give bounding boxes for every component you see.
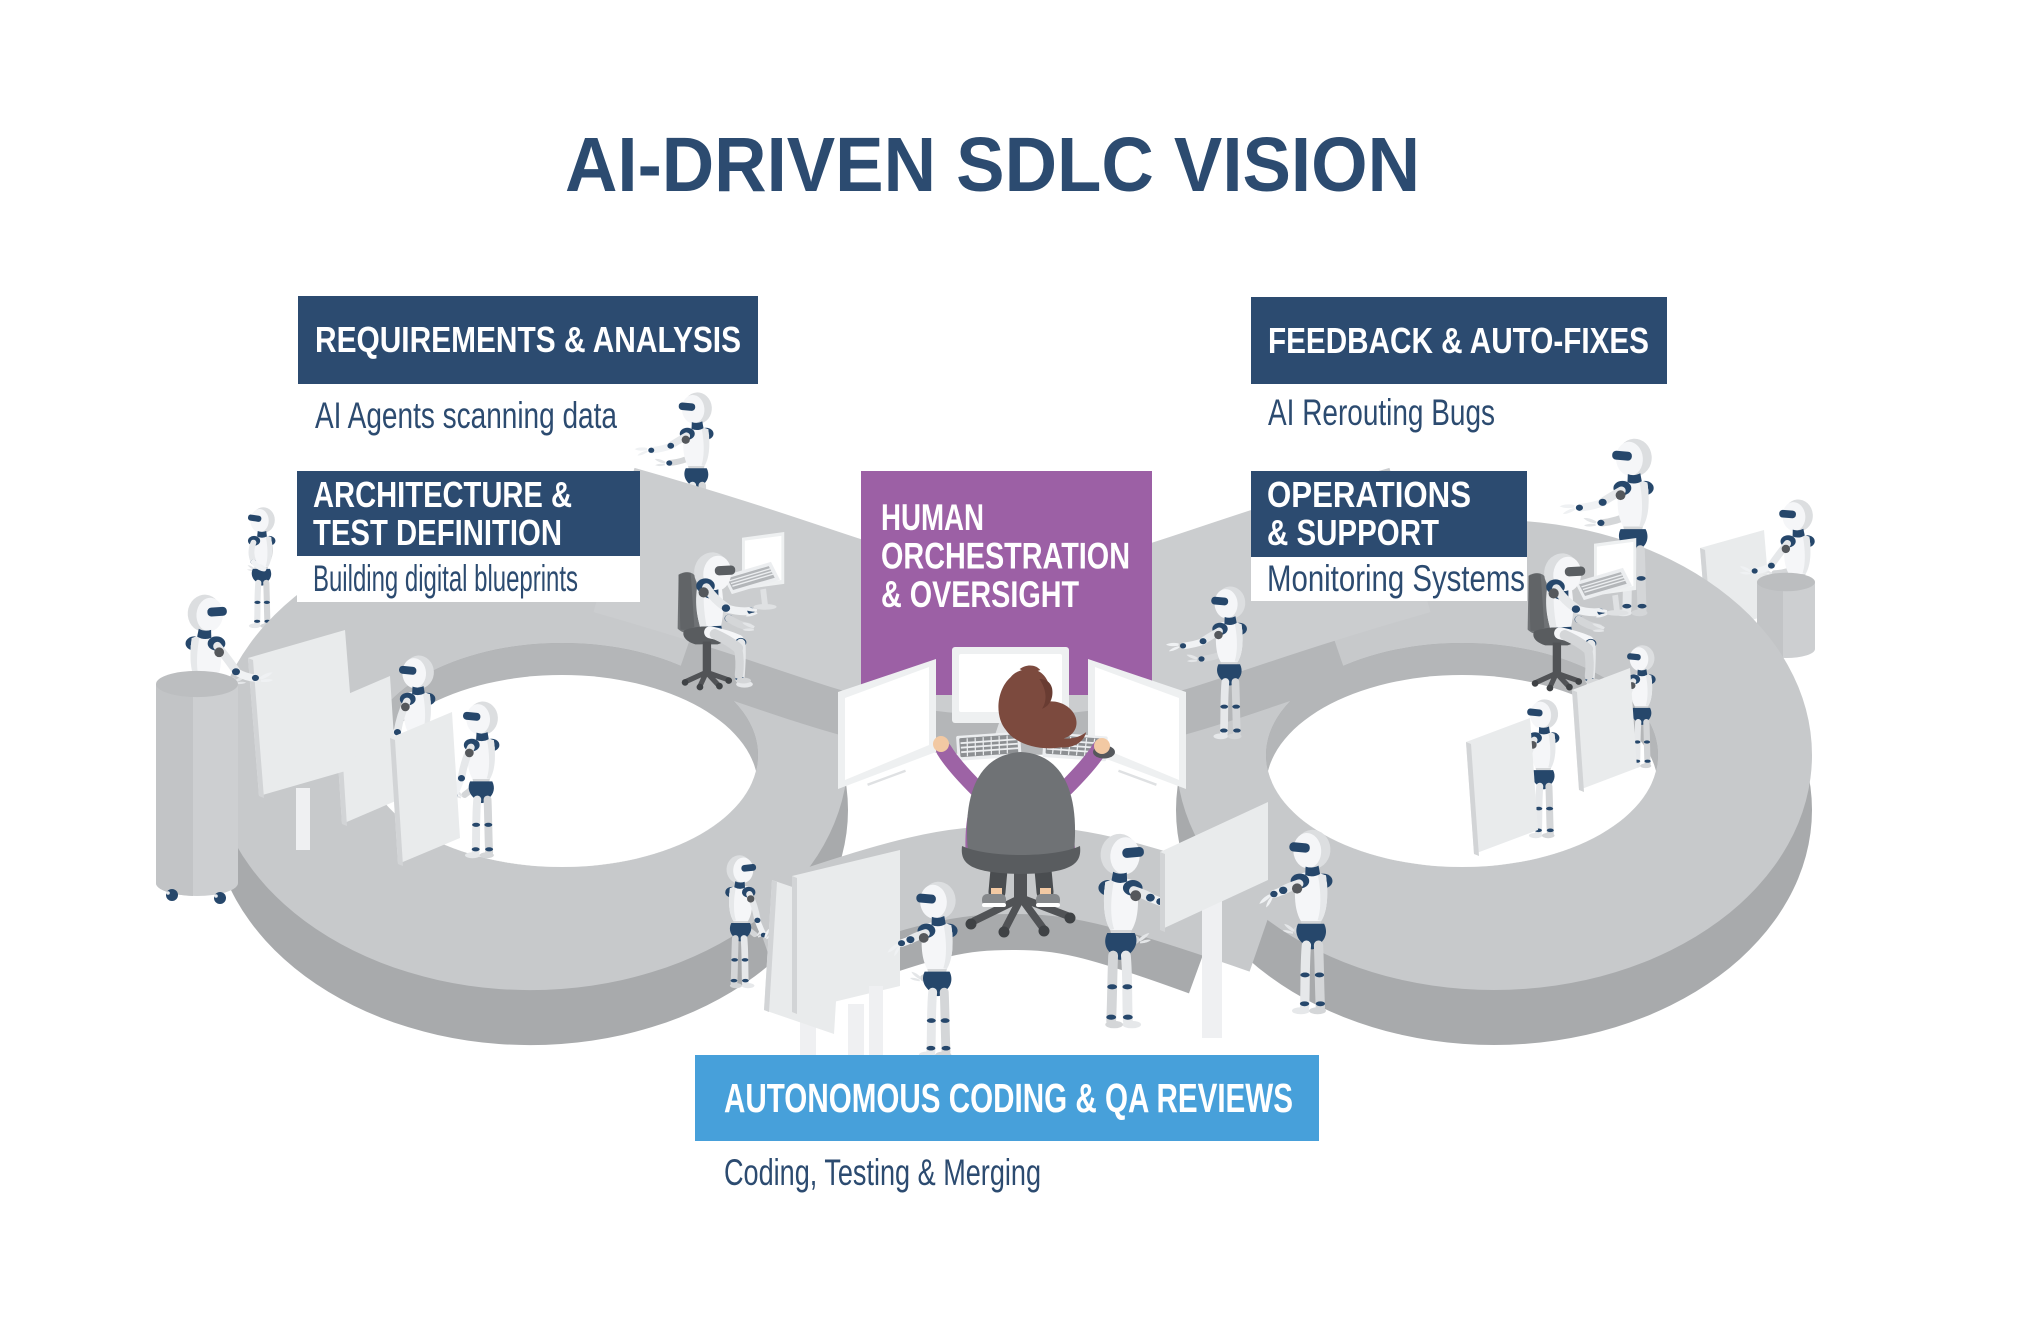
- monitor-left: [838, 659, 936, 794]
- monitor-right: [1088, 659, 1186, 794]
- stage-sublabel-feedback: AI Rerouting Bugs: [1268, 392, 1495, 433]
- whiteboard-a: [792, 850, 900, 1060]
- stage-box-architecture: ARCHITECTURE & TEST DEFINITION: [297, 471, 640, 556]
- stage-label-line: & SUPPORT: [1267, 512, 1439, 553]
- stage-label-line: & OVERSIGHT: [881, 574, 1079, 615]
- sneaker: [982, 894, 1060, 907]
- stage-label-line: ORCHESTRATION: [881, 536, 1130, 577]
- stage-sublabel-architecture: Building digital blueprints: [297, 556, 640, 602]
- panel-right-2: [1572, 668, 1637, 792]
- stage-label: AUTONOMOUS CODING & QA REVIEWS: [724, 1075, 1293, 1121]
- stage-label-line: TEST DEFINITION: [313, 511, 562, 553]
- whiteboard-b: [1160, 802, 1268, 1038]
- stage-box-operations: OPERATIONS & SUPPORT: [1251, 471, 1527, 557]
- whiteboard-leg: [869, 986, 883, 1056]
- page-title: AI-DRIVEN SDLC VISION: [564, 122, 1420, 208]
- stage-sublabel-requirements: AI Agents scanning data: [315, 395, 617, 436]
- stage-label: REQUIREMENTS & ANALYSIS: [315, 319, 742, 360]
- command-center: [838, 647, 1186, 938]
- panel-far-left: [248, 630, 356, 850]
- stage-label-line: ARCHITECTURE &: [313, 473, 573, 515]
- panel-left-2: [390, 712, 460, 866]
- panel-right-1: [1466, 718, 1538, 856]
- stage-label-line: OPERATIONS: [1267, 474, 1472, 515]
- stage-box-autonomous: AUTONOMOUS CODING & QA REVIEWS: [695, 1055, 1319, 1141]
- stage-box-requirements: REQUIREMENTS & ANALYSIS: [298, 296, 758, 384]
- stage-label: FEEDBACK & AUTO-FIXES: [1268, 319, 1649, 361]
- podium-far-left: [155, 670, 238, 904]
- stage-box-feedback: FEEDBACK & AUTO-FIXES: [1251, 297, 1667, 384]
- human-operator: [933, 665, 1115, 938]
- keyboard-left: [956, 731, 1022, 761]
- stage-label-line: HUMAN: [881, 497, 984, 538]
- stage-sublabel-autonomous: Coding, Testing & Merging: [724, 1152, 1041, 1193]
- stage-sublabel-operations: Monitoring Systems: [1251, 557, 1527, 601]
